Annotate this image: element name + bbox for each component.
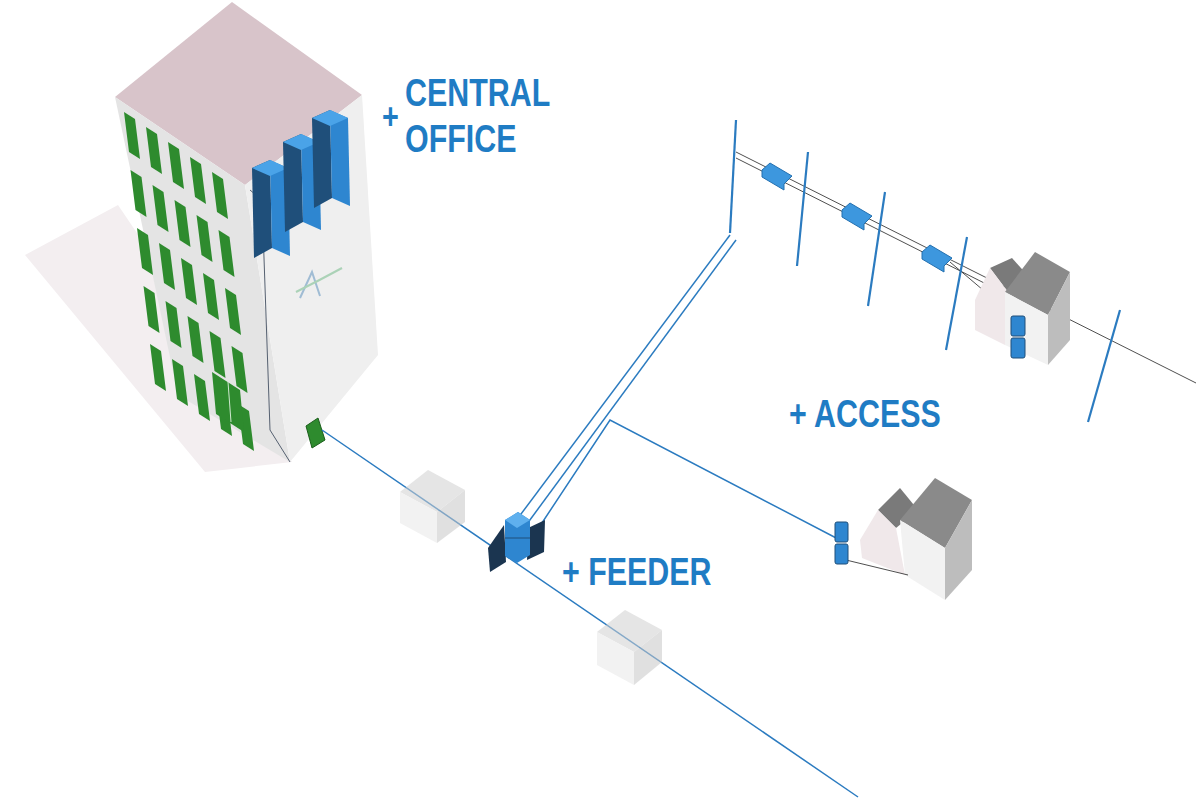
door-split [228, 382, 231, 422]
window [153, 185, 169, 232]
splice-cabinet [488, 512, 545, 572]
window [212, 172, 228, 219]
ghost-house [400, 470, 465, 543]
window [190, 157, 206, 204]
drop-wire [846, 560, 908, 575]
feeder-cable [322, 430, 858, 797]
window [159, 243, 175, 290]
ghost-house [597, 610, 662, 685]
building-door [212, 372, 244, 432]
window [194, 374, 210, 421]
building-windows [124, 112, 254, 451]
section-label: + ACCESS [789, 391, 941, 437]
window [188, 316, 204, 363]
aerial-closures [762, 163, 952, 272]
drop-cable [532, 420, 840, 540]
equipment-racks [252, 110, 350, 258]
house [975, 252, 1070, 365]
window [146, 127, 162, 174]
network-terminal [835, 316, 1025, 564]
house [860, 478, 972, 600]
window [137, 228, 153, 275]
distribution-cable [524, 240, 736, 528]
window [168, 142, 184, 189]
window [150, 344, 166, 391]
building-right-face [245, 95, 378, 462]
window [197, 215, 213, 262]
window [131, 170, 147, 217]
section-label: + FEEDER [562, 549, 712, 595]
plus-sign: + [382, 94, 399, 140]
window [203, 273, 219, 320]
window [166, 301, 182, 348]
window [232, 346, 248, 393]
window [219, 230, 235, 277]
utility-poles [730, 120, 1120, 422]
window [225, 288, 241, 335]
window [144, 286, 160, 333]
window [181, 258, 197, 305]
cable-entry-box [306, 418, 325, 448]
window [210, 331, 226, 378]
aerial-wire [736, 152, 1196, 383]
distribution-cable [515, 235, 730, 522]
company-logo [296, 268, 342, 298]
window [172, 359, 188, 406]
window [124, 112, 140, 159]
window [175, 200, 191, 247]
section-label: CENTRAL OFFICE [405, 70, 557, 162]
